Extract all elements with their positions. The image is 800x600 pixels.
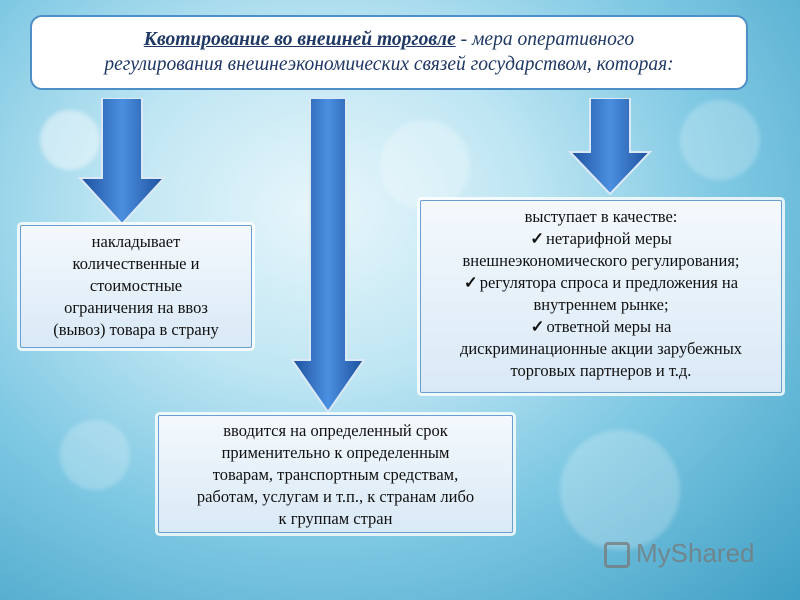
box-restrictions: накладывает количественные и стоимостные… [20,225,252,348]
check-item-line: ответной меры на [421,316,781,338]
check-item-text: ответной меры на [546,317,672,336]
box-line: внутреннем рынке; [533,295,669,314]
bokeh-light [680,100,760,180]
box-line: количественные и [72,254,200,273]
box-line: дискриминационные акции зарубежных [459,339,743,358]
box-role: выступает в качестве: нетарифной меры вн… [420,200,782,393]
check-item-text: нетарифной меры [546,229,672,248]
title-term: Квотирование во внешней торговле [143,29,456,50]
title-line-1: Квотирование во внешней торговле - мера … [32,27,746,52]
logo-icon [604,542,630,568]
check-item-line: регулятора спроса и предложения на [421,272,781,294]
bokeh-light [40,110,100,170]
bokeh-light [380,120,470,210]
check-item-line: нетарифной меры [421,228,781,250]
box-line: ограничения на ввоз [64,298,208,317]
title-rest: - мера оперативного [455,29,635,50]
box-line: внешнеэкономического регулирования; [462,251,740,270]
arrow-right [568,98,652,196]
box-duration: вводится на определенный срок применител… [158,415,513,533]
bokeh-light [560,430,680,550]
checkmark-icon [464,273,480,292]
box-line: товарам, транспортным средствам, [212,465,459,484]
title-box: Квотирование во внешней торговле - мера … [30,15,748,90]
arrow-left [78,98,166,226]
checkmark-icon [531,317,547,336]
box-line: вводится на определенный срок [223,421,448,440]
logo-text: MyShared [636,538,755,568]
box-line: накладывает [91,232,181,251]
box-line: выступает в качестве: [524,207,678,226]
title-line-2: регулирования внешнеэкономических связей… [104,54,674,75]
checkmark-icon [530,229,546,248]
box-line: к группам стран [278,509,393,528]
box-line: работам, услугам и т.п., к странам либо [196,487,475,506]
bokeh-light [60,420,130,490]
box-line: (вывоз) товара в страну [53,320,219,339]
arrow-middle [290,98,366,414]
box-line: торговых партнеров и т.д. [510,361,692,380]
check-item-text: регулятора спроса и предложения на [479,273,739,292]
box-line: стоимостные [89,276,183,295]
box-line: применительно к определенным [221,443,450,462]
